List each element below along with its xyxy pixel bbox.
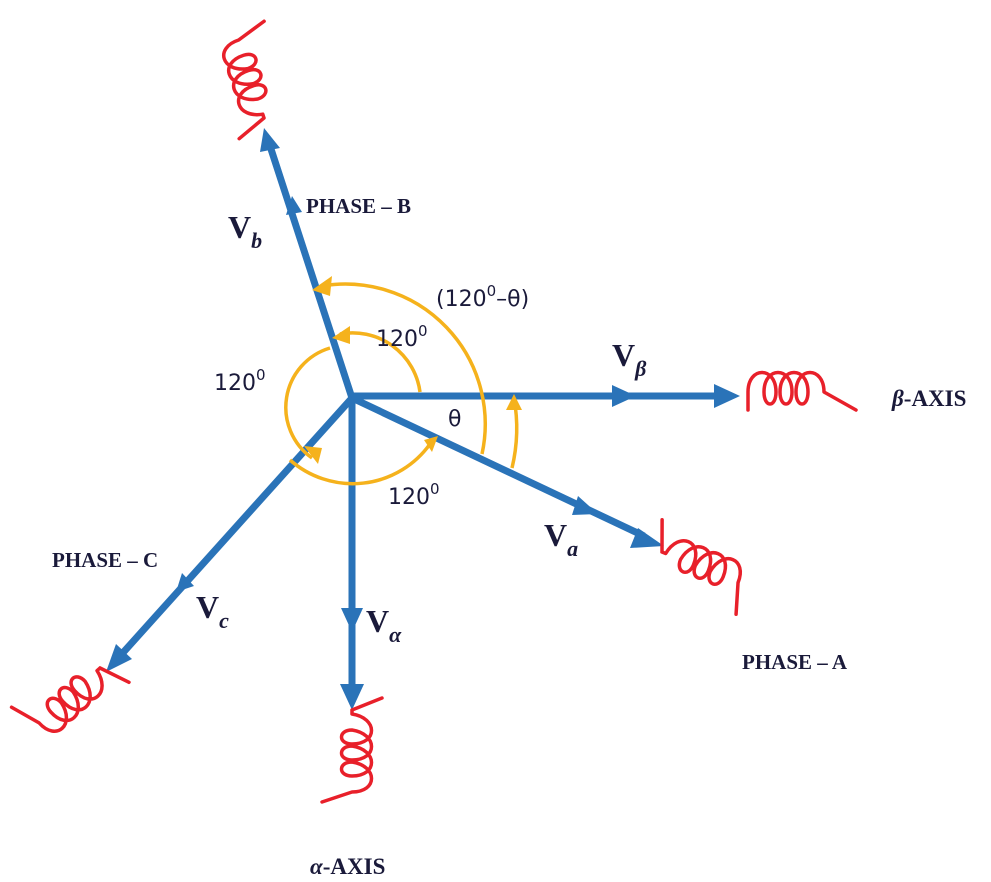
vector-v-beta — [352, 384, 740, 408]
label-angle-ca: 1200 — [388, 480, 440, 510]
label-vb: Vb — [228, 209, 262, 253]
inductor-coil-icon — [320, 696, 384, 804]
coil-phase-c — [9, 635, 131, 754]
vector-vc — [106, 395, 355, 672]
inductor-coil-icon — [205, 19, 298, 141]
label-v-beta: Vβ — [612, 337, 647, 381]
label-angle-ab: 1200 — [376, 322, 428, 352]
label-alpha-axis: α-AXIS — [310, 854, 385, 879]
label-beta-axis: β-AXIS — [891, 386, 966, 411]
vector-va — [350, 394, 664, 548]
coil-phase-a — [637, 517, 761, 617]
inductor-coil-icon — [9, 635, 131, 754]
arc-120-bottom — [288, 436, 438, 486]
coil-beta — [746, 370, 858, 412]
arc-120-minus-theta — [312, 276, 487, 455]
inductor-coil-icon — [746, 370, 858, 412]
label-phase-c: PHASE – C — [52, 548, 158, 572]
label-vc: Vc — [196, 589, 229, 633]
vector-vb — [260, 128, 356, 400]
label-phase-a: PHASE – A — [742, 650, 848, 674]
vector-v-alpha — [340, 398, 364, 710]
label-angle-bc: 1200 — [214, 366, 266, 396]
label-angle-diff: (1200–θ) — [436, 282, 529, 312]
arc-theta — [506, 394, 522, 469]
inductor-coil-icon — [637, 517, 761, 617]
label-theta: θ — [448, 407, 461, 432]
coil-alpha — [320, 696, 384, 804]
arc-120-top — [332, 326, 422, 393]
coil-phase-b — [205, 19, 298, 141]
label-v-alpha: Vα — [366, 603, 402, 647]
label-va: Va — [544, 517, 578, 561]
arc-120-left — [284, 346, 331, 464]
label-phase-b: PHASE – B — [306, 194, 411, 218]
